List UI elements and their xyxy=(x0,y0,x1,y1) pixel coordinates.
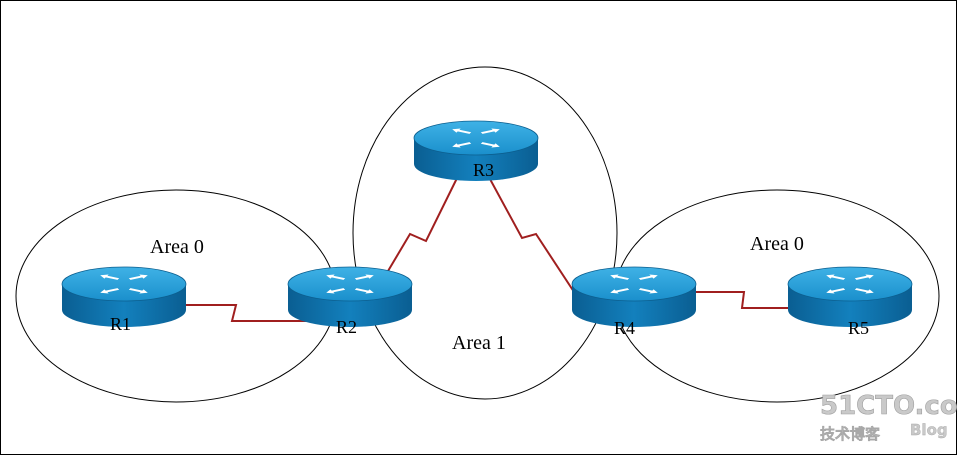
router-label-r3: R3 xyxy=(473,160,494,180)
router-label-r2: R2 xyxy=(336,317,357,337)
area-label-area1: Area 1 xyxy=(452,332,506,354)
link-r3-r4 xyxy=(483,167,579,299)
link-r2-r3 xyxy=(371,167,463,299)
router-label-r1: R1 xyxy=(110,314,131,334)
links-layer xyxy=(182,167,820,322)
router-r2 xyxy=(287,266,413,327)
watermark-main: 51CTO.com xyxy=(820,391,958,421)
router-top xyxy=(287,266,413,302)
router-r3 xyxy=(413,120,539,181)
router-top xyxy=(61,266,187,302)
router-r1 xyxy=(61,266,187,327)
router-top xyxy=(571,266,697,302)
router-label-r5: R5 xyxy=(848,318,869,338)
watermark-sub: 技术博客 xyxy=(820,425,881,443)
router-r4 xyxy=(571,266,697,327)
watermark-blog: Blog xyxy=(910,421,948,439)
router-r5 xyxy=(787,266,913,327)
area-label-area0-left: Area 0 xyxy=(150,236,204,258)
area-label-area0-right: Area 0 xyxy=(750,233,804,255)
link-r4-r5 xyxy=(676,291,820,309)
router-top xyxy=(413,120,539,156)
link-r1-r2 xyxy=(182,304,312,322)
labels-layer: Area 0 Area 1 Area 0 R1 R2 R3 R4 R5 xyxy=(110,160,869,354)
site-watermark: 51CTO.com 技术博客 Blog xyxy=(820,391,958,444)
router-label-r4: R4 xyxy=(614,318,635,338)
routers-layer xyxy=(61,120,913,327)
router-top xyxy=(787,266,913,302)
